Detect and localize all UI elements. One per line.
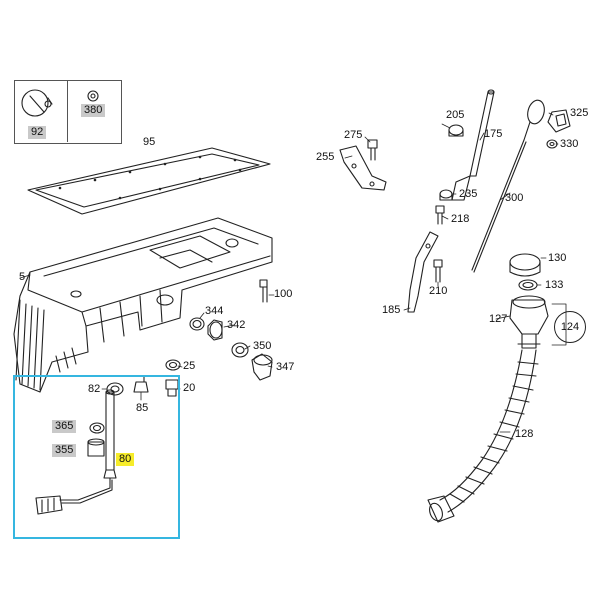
label-255: 255 [316, 151, 335, 163]
label-25: 25 [183, 360, 196, 372]
clip-92 [21, 89, 53, 117]
label-185: 185 [382, 304, 401, 316]
label-5: 5 [19, 271, 26, 283]
label-218: 218 [451, 213, 470, 225]
seal-133 [518, 279, 538, 291]
inset-frame-divider [67, 80, 68, 142]
bolt-100 [259, 279, 268, 303]
label-344: 344 [205, 305, 224, 317]
label-355: 355 [52, 444, 77, 457]
plug-85 [133, 375, 149, 393]
sleeve-347 [251, 353, 273, 381]
cap-325 [547, 109, 571, 133]
ring-350 [231, 342, 249, 358]
filler-cap-130 [509, 253, 541, 277]
label-127: 127 [489, 313, 508, 325]
oil-pan [13, 217, 273, 393]
leader-lines [19, 112, 567, 433]
bracket-185 [407, 231, 439, 313]
label-300: 300 [505, 192, 524, 204]
label-347: 347 [276, 361, 295, 373]
label-82: 82 [88, 383, 101, 395]
oil-pan-gasket [27, 147, 271, 215]
label-95: 95 [143, 136, 156, 148]
label-330: 330 [560, 138, 579, 150]
label-365: 365 [52, 420, 77, 433]
label-85: 85 [136, 402, 149, 414]
label-130: 130 [548, 252, 567, 264]
label-210: 210 [429, 285, 448, 297]
label-100: 100 [274, 288, 293, 300]
label-124-text: 124 [560, 321, 580, 333]
bolt-210 [433, 259, 443, 283]
seal-235 [439, 189, 453, 201]
washer-25 [165, 359, 181, 371]
label-92: 92 [28, 126, 47, 139]
cap-205 [448, 124, 464, 137]
label-128: 128 [515, 428, 534, 440]
guide-tube-175 [451, 89, 495, 201]
bolt-218 [435, 205, 445, 225]
nut-380 [87, 90, 99, 102]
inset-frame [14, 80, 122, 144]
label-235: 235 [459, 188, 478, 200]
bolt-275 [367, 139, 378, 161]
label-205: 205 [446, 109, 465, 121]
label-350: 350 [253, 340, 272, 352]
dipstick-300 [471, 99, 545, 273]
filler-neck-127 [509, 295, 549, 349]
label-342: 342 [227, 319, 246, 331]
label-325: 325 [570, 107, 589, 119]
washer-365 [89, 422, 105, 434]
label-20: 20 [183, 382, 196, 394]
bracket-255 [339, 145, 387, 191]
plug-342 [207, 319, 223, 341]
hose-128 [427, 349, 539, 523]
label-124: 124 [554, 311, 586, 343]
label-275: 275 [344, 129, 363, 141]
washer-82 [106, 382, 124, 396]
label-133: 133 [545, 279, 564, 291]
label-175: 175 [484, 128, 503, 140]
plug-20 [165, 379, 179, 397]
seal-355 [87, 438, 105, 457]
seal-ring-344 [189, 317, 205, 331]
label-80: 80 [116, 453, 135, 466]
seal-330 [546, 139, 558, 149]
label-380: 380 [81, 104, 106, 117]
oil-level-sensor-80 [35, 389, 117, 515]
